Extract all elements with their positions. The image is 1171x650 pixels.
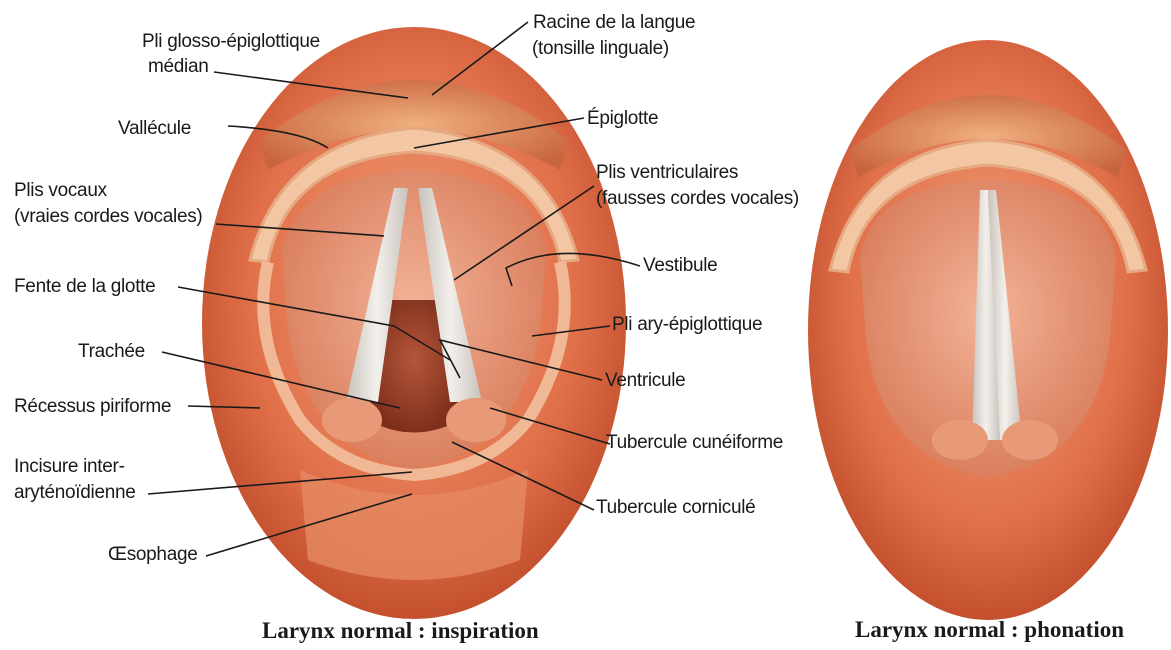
label-fausses-cordes: (fausses cordes vocales) [596,188,799,210]
label-plis-vocaux: Plis vocaux [14,180,107,202]
caption-phonation: Larynx normal : phonation [855,617,1124,643]
label-vraies-cordes: (vraies cordes vocales) [14,206,202,228]
label-tonsille-linguale: (tonsille linguale) [532,38,669,60]
label-recessus-piriforme: Récessus piriforme [14,396,171,418]
arytenoid-right [1002,420,1058,460]
label-fente-glotte: Fente de la glotte [14,276,155,298]
label-vestibule: Vestibule [643,255,717,277]
arytenoid-right [446,398,506,442]
arytenoid-left [322,398,382,442]
label-oesophage: Œsophage [108,544,198,566]
label-plis-ventriculaires: Plis ventriculaires [596,162,738,184]
larynx-inspiration [202,27,626,619]
label-trachee: Trachée [78,341,145,363]
label-incisure-inter: Incisure inter- [14,456,125,478]
label-pli-glosso-median: médian [148,56,209,78]
label-tubercule-cornicule: Tubercule corniculé [596,497,755,519]
label-pli-ary-epiglottique: Pli ary-épiglottique [612,314,762,336]
label-epiglotte: Épiglotte [587,108,658,130]
arytenoid-left [932,420,988,460]
larynx-phonation [808,40,1168,620]
label-racine-langue: Racine de la langue [533,12,695,34]
label-tubercule-cuneiforme: Tubercule cunéiforme [606,432,783,454]
caption-inspiration: Larynx normal : inspiration [262,618,539,644]
label-arytenoidienne: aryténoïdienne [14,482,136,504]
label-ventricule: Ventricule [605,370,685,392]
label-vallecule: Vallécule [118,118,191,140]
label-pli-glosso-epiglottique: Pli glosso-épiglottique [142,31,320,53]
